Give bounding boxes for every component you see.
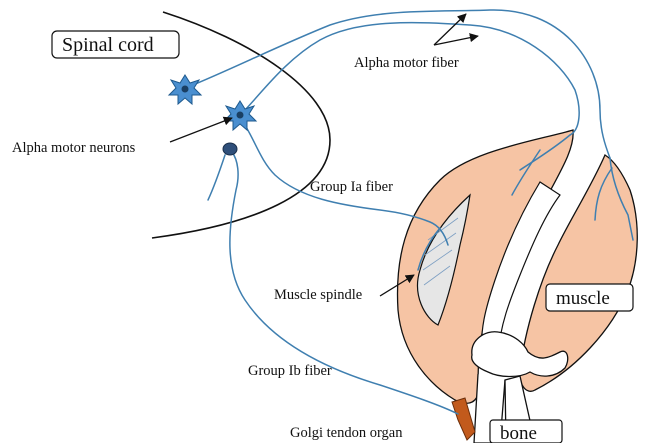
golgi-tendon-organ-label: Golgi tendon organ — [290, 425, 403, 441]
ib-branch — [208, 155, 225, 200]
alpha-motor-fiber-arrow-1 — [434, 14, 466, 45]
alpha-motor-neurons-label: Alpha motor neurons — [12, 140, 136, 156]
golgi-tendon-organ-shape — [452, 398, 475, 440]
group-ib-fiber-label: Group Ib fiber — [248, 363, 332, 379]
neuron-2-nucleus — [237, 112, 244, 119]
bone-label: bone — [500, 423, 537, 443]
neuron-1-nucleus — [182, 86, 189, 93]
alpha-motor-fiber-label: Alpha motor fiber — [354, 55, 459, 71]
sensory-neuron-soma — [223, 143, 237, 155]
group-ia-fiber-label: Group Ia fiber — [310, 179, 393, 195]
muscle-spindle-label: Muscle spindle — [274, 287, 362, 303]
muscle-label: muscle — [556, 288, 610, 309]
spinal-cord-label: Spinal cord — [62, 34, 154, 56]
alpha-motor-fiber-arrow-2 — [434, 36, 478, 45]
alpha-motor-neurons-arrow — [170, 118, 232, 142]
